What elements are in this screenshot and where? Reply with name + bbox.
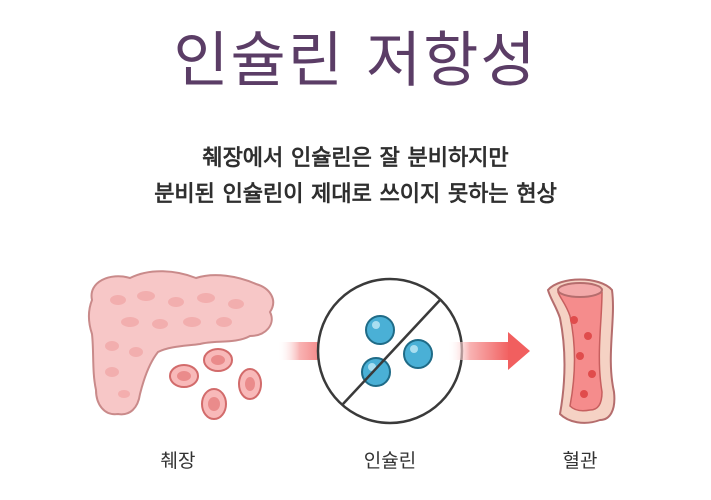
pancreas-label: 췌장 xyxy=(160,450,196,472)
insulin-label: 인슐린 xyxy=(363,450,417,472)
blood-vessel-illustration xyxy=(546,278,616,424)
description-line-1: 췌장에서 인슐린은 잘 분비하지만 xyxy=(202,146,509,171)
page-title: 인슐린 저항성 xyxy=(173,26,538,96)
pancreas-illustration xyxy=(88,270,275,416)
arrow-right-icon xyxy=(448,332,530,370)
blood-vessel-label: 혈관 xyxy=(562,450,598,472)
insulin-blocked-icon xyxy=(316,277,464,425)
pancreas-cells xyxy=(169,348,262,420)
description-line-2: 분비된 인슐린이 제대로 쓰이지 못하는 현상 xyxy=(154,182,557,207)
